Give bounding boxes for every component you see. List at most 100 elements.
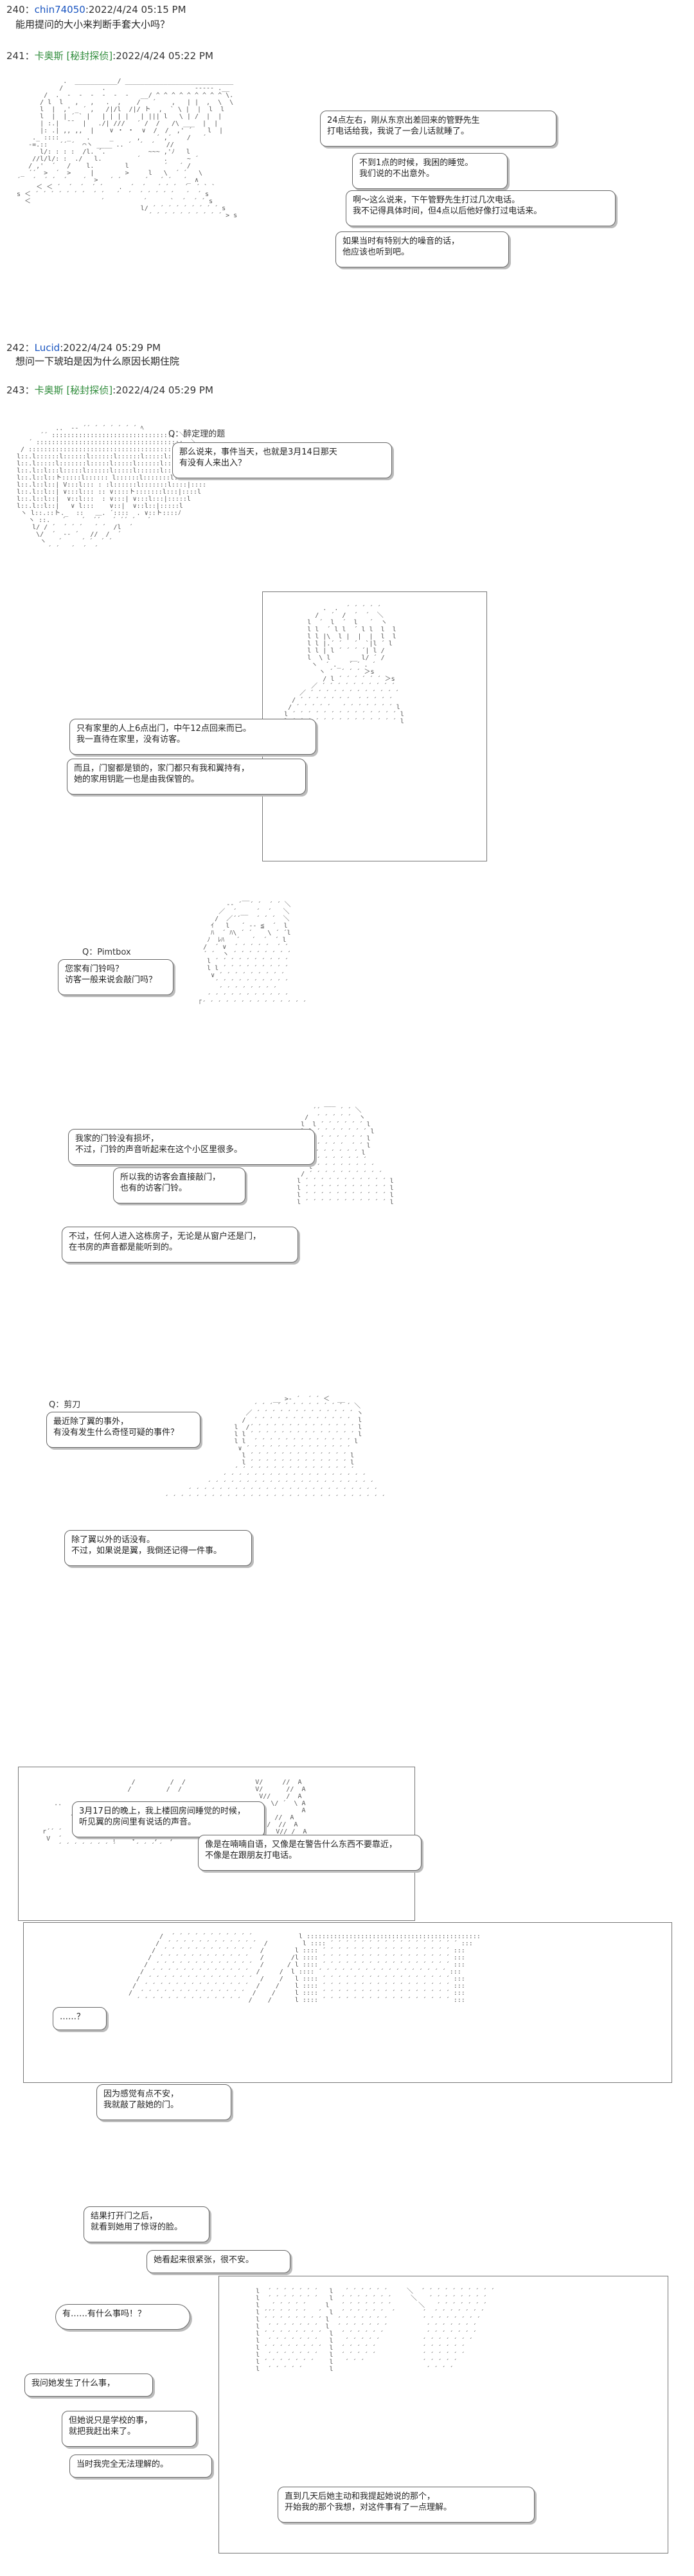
bubble-line: 他应该也听到吧。 <box>343 248 410 257</box>
speech-bubble-14: 3月17日的晚上，我上楼回房间睡觉的时候， 听见翼的房间里有说话的声音。 <box>72 1801 265 1837</box>
speech-bubble-3: 啊～这么说来，下午管野先生打过几次电话。 我不记得具体时间，但4点以后他好像打过… <box>346 190 616 226</box>
bubble-line: 访客一般来说会敲门吗？ <box>65 975 157 985</box>
bubble-line: 不像是在跟朋友打电话。 <box>205 1851 298 1860</box>
post-separator: ： <box>24 342 35 354</box>
post-number: 243 <box>6 384 25 396</box>
bubble-line: 有没有发生什么奇怪可疑的事件？ <box>53 1428 179 1437</box>
bubble-line: 您家有门铃吗？ <box>65 964 124 974</box>
bubble-line: 不过，如果说是翼，我倒还记得一件事。 <box>71 1546 222 1556</box>
post-separator: ： <box>24 4 35 15</box>
speech-bubble-16: ……？ <box>53 2007 107 2030</box>
question-label-3: Q：剪刀 <box>49 1400 81 1410</box>
bubble-line: 听见翼的房间里有说话的声音。 <box>79 1817 197 1827</box>
poster-name: 卡奥斯 <box>34 384 64 396</box>
speech-bubble-11: 不过，任何人进入这栋房子，无论是从窗户还是门， 在书房的声音都是能听到的。 <box>62 1227 298 1263</box>
bubble-line: 不过，门铃的声音听起来在这个小区里很多。 <box>75 1145 243 1155</box>
bubble-line: 3月17日的晚上，我上楼回房间睡觉的时候， <box>79 1806 245 1816</box>
post-header-240: 240：chin74050:2022/4/24 05:15 PM <box>6 4 186 15</box>
post-body-242: 想问一下琥珀是因为什么原因长期住院 <box>15 356 180 367</box>
bubble-line: 我问她发生了什么事， <box>31 2379 116 2388</box>
speech-bubble-7: 而且，门窗都是锁的，家门都只有我和翼持有， 她的家用钥匙一也是由我保管的。 <box>67 759 306 795</box>
post-date: :2022/4/24 05:22 PM <box>112 50 213 62</box>
bubble-line: 像是在喃喃自语，又像是在警告什么东西不要靠近， <box>205 1840 398 1850</box>
ascii-art-client: . . ´ ´ ´ ´ ´ / ´ / ´ ´ ＼ l ´ l ´ l ´ ヽ … <box>284 605 404 725</box>
panel-frame-3 <box>23 1922 672 2083</box>
speech-bubble-15: 像是在喃喃自语，又像是在警告什么东西不要靠近， 不像是在跟朋友打电话。 <box>198 1835 422 1871</box>
ascii-art-client-2: ___ ´´ ´ ´ ＼ / ´ ´ ´ ´ ´ ヽ l l ´ ´ ´ ´ ´… <box>297 1100 394 1206</box>
ascii-art-girl-scene: l ´ ´ ´ ´ ´ ´ ´ l ´ ´ ´ ´ ´ ´ ＼ ´ ´ ´ ´ … <box>256 2288 495 2373</box>
ascii-art-client-3: __ >- ´ ´ ´ ＜ __ ´ ´ ´ ´ ´ ´ ´ ´ ´ ´ ´ ´… <box>165 1396 386 1502</box>
bubble-line: 开始我的那个我想，对这件事有了一点理解。 <box>285 2503 452 2512</box>
bubble-line: 结果打开门之后， <box>91 2211 158 2221</box>
speech-bubble-20: 有……有什么事吗！？ <box>55 2304 190 2330</box>
bubble-line: 当时我完全无法理解的。 <box>76 2460 169 2469</box>
speech-bubble-8: 您家有门铃吗？ 访客一般来说会敲门吗？ <box>58 959 174 995</box>
speech-bubble-13: 除了翼以外的话没有。 不过，如果说是翼，我倒还记得一件事。 <box>64 1530 252 1566</box>
speech-bubble-1: 24点左右，刚从东京出差回来的管野先生 打电话给我，我说了一会儿话就睡了。 <box>320 111 556 147</box>
speech-bubble-22: 但她说只是学校的事， 就把我赶出来了。 <box>62 2411 197 2447</box>
bubble-line: 她看起来很紧张，很不安。 <box>154 2255 254 2265</box>
bubble-line: 不过，任何人进入这栋房子，无论是从窗户还是门， <box>69 1232 262 1241</box>
bubble-line: 我就敲了敲她的门。 <box>103 2100 179 2110</box>
post-date: :2022/4/24 05:29 PM <box>112 384 213 396</box>
poster-trip: [秘封探侦] <box>66 384 113 396</box>
bubble-line: 啊～这么说来，下午管野先生打过几次电话。 <box>353 195 520 205</box>
ascii-art-detective-2: __ -- ´ ´ ´ ´ ´ ＼ ／ ´ __ ´ ´ ＼ / ／´´ ´ ´… <box>195 894 307 1007</box>
bubble-line: 我一直待在家里，没有访客。 <box>76 735 186 744</box>
speech-bubble-23: 当时我完全无法理解的。 <box>69 2454 212 2478</box>
bubble-line: 而且，门窗都是锁的，家门都只有我和翼持有， <box>74 764 250 773</box>
bubble-line: 如果当时有特别大的噪音的话， <box>343 237 460 246</box>
bubble-line: 但她说只是学校的事， <box>69 2416 153 2426</box>
post-header-243: 243：卡奥斯 [秘封探侦]:2022/4/24 05:29 PM <box>6 384 213 396</box>
speech-bubble-19: 她看起来很紧张，很不安。 <box>147 2250 290 2273</box>
question-label-1: Q：醉定理的题 <box>168 429 226 439</box>
speech-bubble-24: 直到几天后她主动和我提起她说的那个， 开始我的那个我想，对这件事有了一点理解。 <box>278 2487 535 2523</box>
poster-trip: [秘封探侦] <box>66 50 113 62</box>
post-header-242: 242：Lucid:2022/4/24 05:29 PM <box>6 342 161 354</box>
bubble-line: 在书房的声音都是能听到的。 <box>69 1243 178 1252</box>
post-number: 240 <box>6 4 25 15</box>
speech-bubble-2: 不到1点的时候，我困的睡觉。 我们说的不出意外。 <box>352 153 508 189</box>
panel-frame-4 <box>218 2276 668 2553</box>
bubble-line: 我家的门铃没有损坏， <box>75 1134 159 1144</box>
bubble-line: 直到几天后她主动和我提起她说的那个， <box>285 2492 436 2501</box>
ascii-art-door-scene: / ´ ´ ´ ´ ´ ´ ´ ´ ´ ´ ´ l ::::::::::::::… <box>129 1933 481 2004</box>
bubble-line: 我不记得具体时间，但4点以后他好像打过电话来。 <box>353 206 542 216</box>
bubble-line: 只有家里的人上6点出门，中午12点回来而已。 <box>76 724 251 734</box>
speech-bubble-6: 只有家里的人上6点出门，中午12点回来而已。 我一直待在家里，没有访客。 <box>69 719 316 755</box>
speech-bubble-10: 所以我的访客会直接敲门， 也有的访客门铃。 <box>113 1167 245 1203</box>
post-header-241: 241：卡奥斯 [秘封探侦]:2022/4/24 05:22 PM <box>6 50 213 62</box>
bubble-line: 也有的访客门铃。 <box>120 1184 188 1193</box>
bubble-line: 我们说的不出意外。 <box>359 169 435 179</box>
speech-bubble-5: 那么说来，事件当天，也就是3月14日那天 有没有人来出入？ <box>172 442 392 478</box>
post-number: 241 <box>6 50 25 62</box>
bubble-line: 就把我赶出来了。 <box>69 2427 136 2436</box>
bubble-line: 那么说来，事件当天，也就是3月14日那天 <box>179 447 337 457</box>
speech-bubble-18: 结果打开门之后， 就看到她用了惊讶的脸。 <box>84 2206 209 2242</box>
bubble-line: 她的家用钥匙一也是由我保管的。 <box>74 775 200 784</box>
post-date: :2022/4/24 05:15 PM <box>85 4 186 15</box>
bubble-line: 最近除了翼的事外， <box>53 1417 129 1427</box>
bubble-line: 有没有人来出入？ <box>179 458 247 468</box>
bubble-line: 不到1点的时候，我困的睡觉。 <box>359 158 474 168</box>
poster-name-link[interactable]: chin74050 <box>34 4 85 15</box>
bubble-line: ……？ <box>60 2012 85 2022</box>
speech-bubble-4: 如果当时有特别大的噪音的话， 他应该也听到吧。 <box>335 231 509 267</box>
post-body-240: 能用提问的大小来判断手套大小吗？ <box>15 19 170 30</box>
question-label-2: Q：Pimtbox <box>82 948 131 957</box>
bubble-line: 24点左右，刚从东京出差回来的管野先生 <box>327 116 480 125</box>
post-number: 242 <box>6 342 25 354</box>
bubble-line: 有……有什么事吗！？ <box>62 2309 147 2319</box>
bubble-line: 因为感觉有点不安， <box>103 2089 179 2099</box>
poster-name-link[interactable]: Lucid <box>34 342 60 354</box>
poster-name: 卡奥斯 <box>34 50 64 62</box>
bubble-line: 打电话给我，我说了一会儿话就睡了。 <box>327 127 470 136</box>
bubble-line: 所以我的访客会直接敲门， <box>120 1173 221 1182</box>
ascii-art-character: . ___________/ _________________________… <box>17 78 238 219</box>
post-separator: ： <box>24 384 35 396</box>
speech-bubble-21: 我问她发生了什么事， <box>24 2373 153 2397</box>
bubble-line: 除了翼以外的话没有。 <box>71 1535 156 1545</box>
bubble-line: 就看到她用了惊讶的脸。 <box>91 2222 183 2232</box>
speech-bubble-9: 我家的门铃没有损坏， 不过，门铃的声音听起来在这个小区里很多。 <box>68 1129 315 1165</box>
post-date: :2022/4/24 05:29 PM <box>60 342 161 354</box>
